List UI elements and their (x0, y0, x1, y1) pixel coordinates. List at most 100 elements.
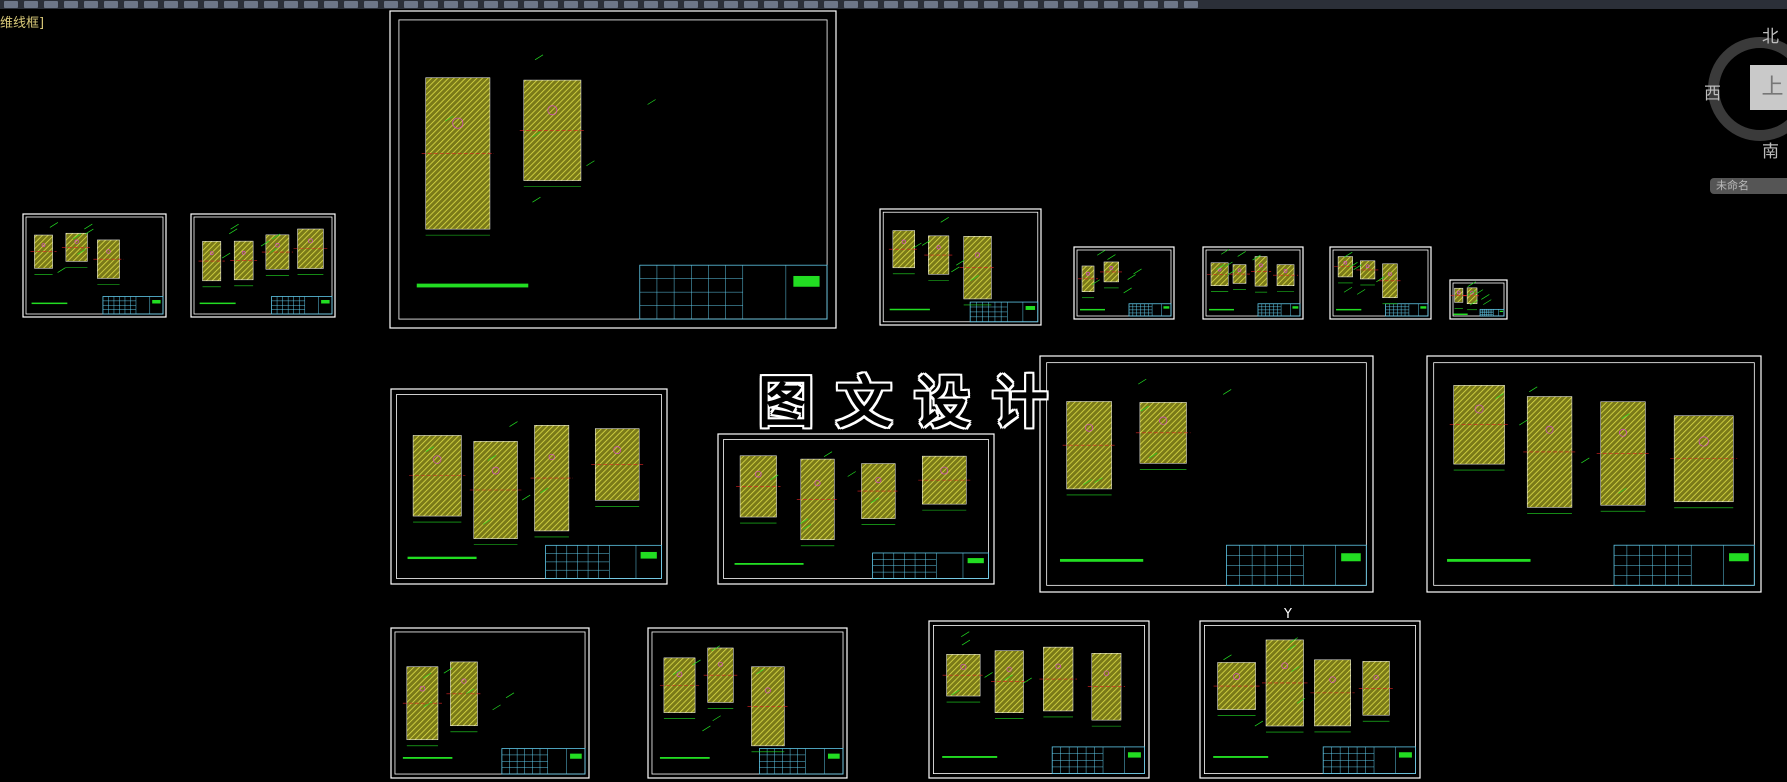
leader-line (445, 115, 454, 122)
title-block-name (321, 299, 330, 304)
toolbar-icon[interactable] (324, 1, 338, 8)
toolbar-icon[interactable] (884, 1, 898, 8)
sheet-inner-frame (1332, 249, 1429, 317)
leader-line (1091, 279, 1100, 286)
toolbar-icon[interactable] (924, 1, 938, 8)
toolbar-icon[interactable] (744, 1, 758, 8)
hole-detail (940, 466, 949, 475)
technical-notes (416, 283, 529, 288)
toolbar-icon[interactable] (284, 1, 298, 8)
toolbar-icon[interactable] (44, 1, 58, 8)
toolbar-icon[interactable] (1084, 1, 1098, 8)
toolbar-icon[interactable] (824, 1, 838, 8)
toolbar-icon[interactable] (1064, 1, 1078, 8)
toolbar-icon[interactable] (464, 1, 478, 8)
toolbar-icon[interactable] (344, 1, 358, 8)
toolbar-icon[interactable] (1024, 1, 1038, 8)
toolbar-icon[interactable] (4, 1, 18, 8)
toolbar-icon[interactable] (104, 1, 118, 8)
toolbar-icon[interactable] (684, 1, 698, 8)
viewcube[interactable]: 北 西 南 上 未命名 (1700, 20, 1787, 200)
leader-line (268, 248, 278, 254)
toolbar-icon[interactable] (524, 1, 538, 8)
visual-style-control[interactable]: 维线框] (0, 16, 45, 31)
toolbar-icon[interactable] (24, 1, 38, 8)
hole-detail (547, 105, 558, 116)
toolbar-icon[interactable] (944, 1, 958, 8)
toolbar-icon[interactable] (184, 1, 198, 8)
leader-line (423, 701, 433, 708)
toolbar-icon[interactable] (244, 1, 258, 8)
toolbar-icon[interactable] (544, 1, 558, 8)
leader-line (1123, 287, 1132, 294)
drawing-canvas[interactable]: Y (0, 9, 1787, 782)
hole-detail (1470, 290, 1474, 295)
leader-line (532, 196, 541, 203)
toolbar-icon[interactable] (664, 1, 678, 8)
leader-line (913, 242, 922, 249)
toolbar-icon[interactable] (1164, 1, 1178, 8)
viewcube-top-face[interactable]: 上 (1750, 65, 1787, 110)
toolbar-icon[interactable] (724, 1, 738, 8)
toolbar-icon[interactable] (504, 1, 518, 8)
sheet-outer-frame (190, 213, 336, 318)
toolbar-icon[interactable] (424, 1, 438, 8)
leader-line (522, 494, 531, 501)
toolbar-icon[interactable] (624, 1, 638, 8)
toolbar-icon[interactable] (404, 1, 418, 8)
toolbar-icon[interactable] (1124, 1, 1138, 8)
toolbar-icon[interactable] (384, 1, 398, 8)
toolbar-icon[interactable] (844, 1, 858, 8)
sheet-outer-frame (390, 388, 668, 585)
leader-line (57, 267, 66, 273)
toolbar-icon[interactable] (984, 1, 998, 8)
toolbar-icon[interactable] (864, 1, 878, 8)
leader-line (492, 704, 501, 711)
leader-line (1467, 281, 1476, 288)
toolbar-icon[interactable] (964, 1, 978, 8)
toolbar-icon[interactable] (584, 1, 598, 8)
compass-north[interactable]: 北 (1762, 27, 1779, 47)
toolbar-icon[interactable] (704, 1, 718, 8)
compass-ring[interactable] (1708, 37, 1787, 141)
leader-line (951, 689, 960, 696)
toolbar-icon[interactable] (64, 1, 78, 8)
leader-line (1097, 249, 1106, 256)
technical-notes (889, 308, 930, 311)
leader-line (1353, 264, 1362, 271)
toolbar-icon[interactable] (1104, 1, 1118, 8)
toolbar-icon[interactable] (1144, 1, 1158, 8)
toolbar-icon[interactable] (564, 1, 578, 8)
toolbar-icon[interactable] (204, 1, 218, 8)
toolbar-icon[interactable] (604, 1, 618, 8)
toolbar-icon[interactable] (764, 1, 778, 8)
compass-west[interactable]: 西 (1704, 84, 1721, 104)
toolbar-icon[interactable] (484, 1, 498, 8)
title-block-name (640, 551, 657, 559)
toolbar-icon[interactable] (264, 1, 278, 8)
toolbar-icon[interactable] (1184, 1, 1198, 8)
toolbar-icon[interactable] (144, 1, 158, 8)
toolbar-icon[interactable] (1044, 1, 1058, 8)
ucs-menu-button[interactable]: 未命名 (1710, 178, 1787, 194)
leader-line (465, 688, 475, 695)
compass-south[interactable]: 南 (1762, 142, 1779, 162)
toolbar-icon[interactable] (804, 1, 818, 8)
toolbar-icon[interactable] (124, 1, 138, 8)
sheet-inner-frame (25, 216, 164, 315)
toolbar-icon[interactable] (84, 1, 98, 8)
leader-line (984, 672, 993, 678)
toolbar-icon[interactable] (364, 1, 378, 8)
hole-detail (1619, 428, 1627, 437)
toolbar-icon[interactable] (904, 1, 918, 8)
title-block-name (1729, 553, 1749, 562)
toolbar-icon[interactable] (444, 1, 458, 8)
drawing-sheet (647, 627, 848, 779)
toolbar-icon[interactable] (644, 1, 658, 8)
toolbar-icon[interactable] (1004, 1, 1018, 8)
title-block-name (1163, 306, 1170, 309)
toolbar-icon[interactable] (224, 1, 238, 8)
toolbar-icon[interactable] (304, 1, 318, 8)
toolbar-icon[interactable] (784, 1, 798, 8)
toolbar-icon[interactable] (164, 1, 178, 8)
